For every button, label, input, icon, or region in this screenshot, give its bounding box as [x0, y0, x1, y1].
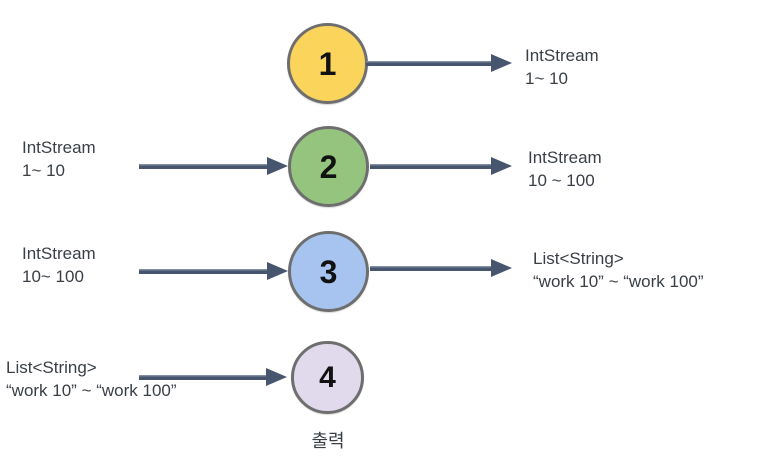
label-step2-input: IntStream 1~ 10 — [22, 136, 96, 182]
arrow-step2-output — [370, 157, 512, 175]
step-number-4: 4 — [319, 360, 336, 394]
step-circle-2: 2 — [288, 126, 369, 207]
label-line: “work 10” ~ “work 100” — [6, 381, 177, 400]
arrowhead-icon — [491, 259, 512, 277]
arrowhead-icon — [266, 368, 287, 386]
arrow-step3-input — [139, 262, 288, 280]
label-line: 10~ 100 — [22, 267, 84, 286]
step-circle-3: 3 — [288, 231, 369, 312]
step-number-2: 2 — [319, 148, 338, 185]
arrow-shaft — [370, 163, 492, 169]
label-line: List<String> — [533, 249, 624, 268]
arrow-shaft — [139, 374, 267, 380]
label-line: IntStream — [22, 244, 96, 263]
label-step3-output: List<String> “work 10” ~ “work 100” — [533, 247, 704, 293]
label-step1-output: IntStream 1~ 10 — [525, 44, 599, 90]
label-line: 10 ~ 100 — [528, 171, 595, 190]
step-circle-1: 1 — [287, 23, 368, 104]
step-circle-4: 4 — [291, 341, 364, 414]
label-line: 1~ 10 — [525, 69, 569, 88]
arrow-shaft — [139, 268, 268, 274]
arrow-step4-input — [139, 368, 287, 386]
step-number-3: 3 — [319, 253, 338, 290]
arrow-shaft — [370, 265, 492, 271]
label-step4-input: List<String> “work 10” ~ “work 100” — [6, 356, 177, 402]
arrow-step1-output — [366, 54, 512, 72]
arrowhead-icon — [491, 54, 512, 72]
label-line: IntStream — [528, 148, 602, 167]
label-line: 1~ 10 — [22, 161, 66, 180]
arrow-shaft — [366, 60, 492, 66]
label-line: IntStream — [22, 138, 96, 157]
label-line: List<String> — [6, 358, 97, 377]
output-caption: 출력 — [311, 431, 345, 451]
arrow-shaft — [139, 163, 268, 169]
arrow-step2-input — [139, 157, 288, 175]
step-number-1: 1 — [318, 45, 337, 82]
label-step3-input: IntStream 10~ 100 — [22, 242, 96, 288]
arrowhead-icon — [267, 262, 288, 280]
arrowhead-icon — [491, 157, 512, 175]
arrow-step3-output — [370, 259, 512, 277]
arrowhead-icon — [267, 157, 288, 175]
label-line: “work 10” ~ “work 100” — [533, 272, 704, 291]
label-line: IntStream — [525, 46, 599, 65]
label-step2-output: IntStream 10 ~ 100 — [528, 146, 602, 192]
